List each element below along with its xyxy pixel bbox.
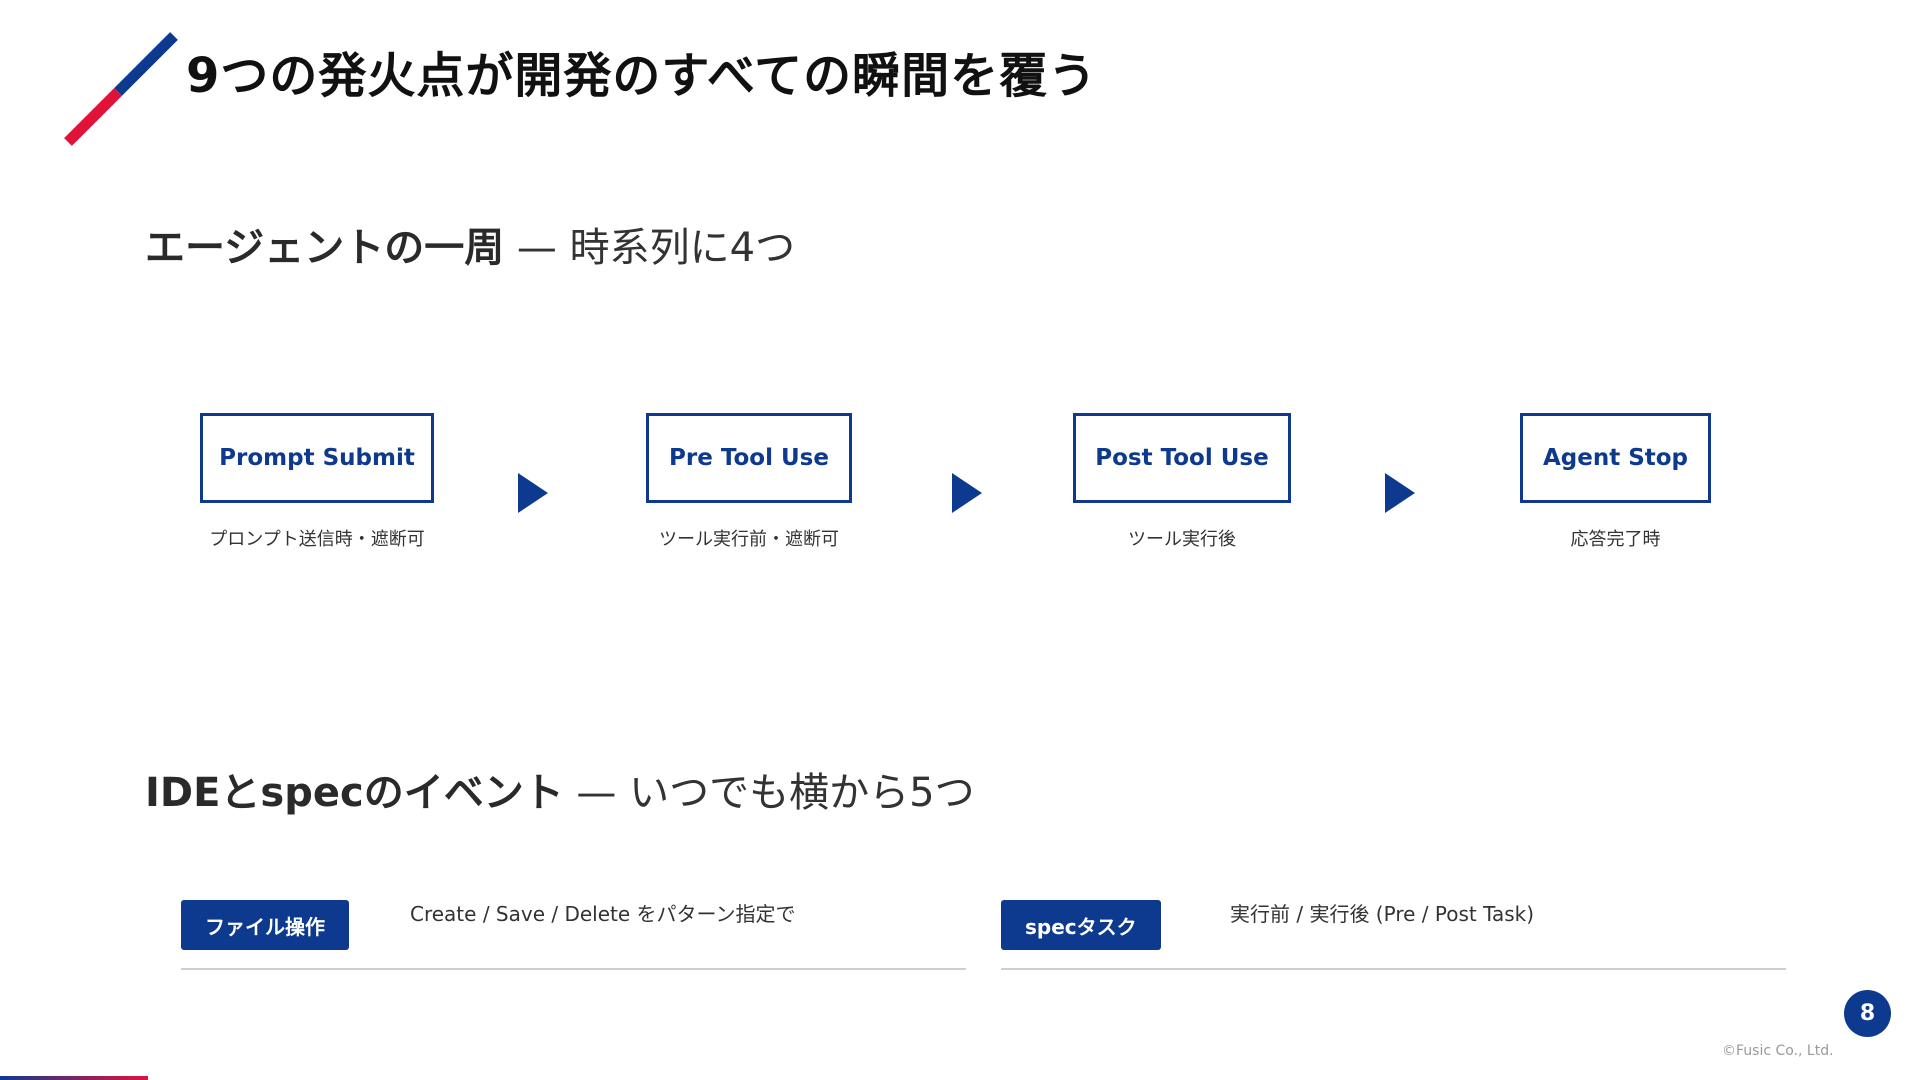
flow-step-caption: ツール実行前・遮断可 <box>659 529 839 550</box>
flow-step-label: Prompt Submit <box>200 413 434 503</box>
section-heading-ide: IDEとspecのイベント — いつでも横から5つ <box>145 760 975 818</box>
event-row-spec-task: specタスク 実行前 / 実行後 (Pre / Post Task) <box>1001 898 1786 970</box>
event-badge-spec-task: specタスク <box>1001 900 1161 950</box>
footer-gradient-bar <box>0 1076 148 1080</box>
event-description: Create / Save / Delete をパターン指定で <box>410 902 796 926</box>
event-badge-file-operation: ファイル操作 <box>181 900 349 950</box>
flow-step-prompt-submit: Prompt Submit プロンプト送信時・遮断可 <box>200 413 434 551</box>
flow-step-label: Agent Stop <box>1520 413 1711 503</box>
diagonal-slash-icon <box>64 32 178 146</box>
flow-step-caption: 応答完了時 <box>1570 529 1661 550</box>
page-number: 8 <box>1844 990 1891 1037</box>
section-heading-ide-strong: IDEとspecのイベント <box>145 770 564 816</box>
event-row-file-operation: ファイル操作 Create / Save / Delete をパターン指定で <box>181 898 966 970</box>
play-arrow-icon <box>952 473 982 513</box>
flow-step-pre-tool-use: Pre Tool Use ツール実行前・遮断可 <box>646 413 852 551</box>
section-heading-ide-light: — いつでも横から5つ <box>576 770 975 816</box>
flow-step-label: Post Tool Use <box>1073 413 1291 503</box>
section-heading-agent-light: — 時系列に4つ <box>516 225 796 271</box>
flow-step-post-tool-use: Post Tool Use ツール実行後 <box>1073 413 1291 551</box>
flow-step-label: Pre Tool Use <box>646 413 852 503</box>
section-heading-agent-strong: エージェントの一周 <box>145 225 505 271</box>
page-title: 9つの発火点が開発のすべての瞬間を覆う <box>186 48 1098 104</box>
flow-step-caption: ツール実行後 <box>1128 529 1236 550</box>
section-heading-agent: エージェントの一周 — 時系列に4つ <box>145 215 795 273</box>
copyright: ©Fusic Co., Ltd. <box>1722 1043 1834 1059</box>
play-arrow-icon <box>518 473 548 513</box>
flow-step-caption: プロンプト送信時・遮断可 <box>209 529 425 550</box>
play-arrow-icon <box>1385 473 1415 513</box>
event-description: 実行前 / 実行後 (Pre / Post Task) <box>1230 902 1535 926</box>
flow-step-agent-stop: Agent Stop 応答完了時 <box>1520 413 1711 551</box>
